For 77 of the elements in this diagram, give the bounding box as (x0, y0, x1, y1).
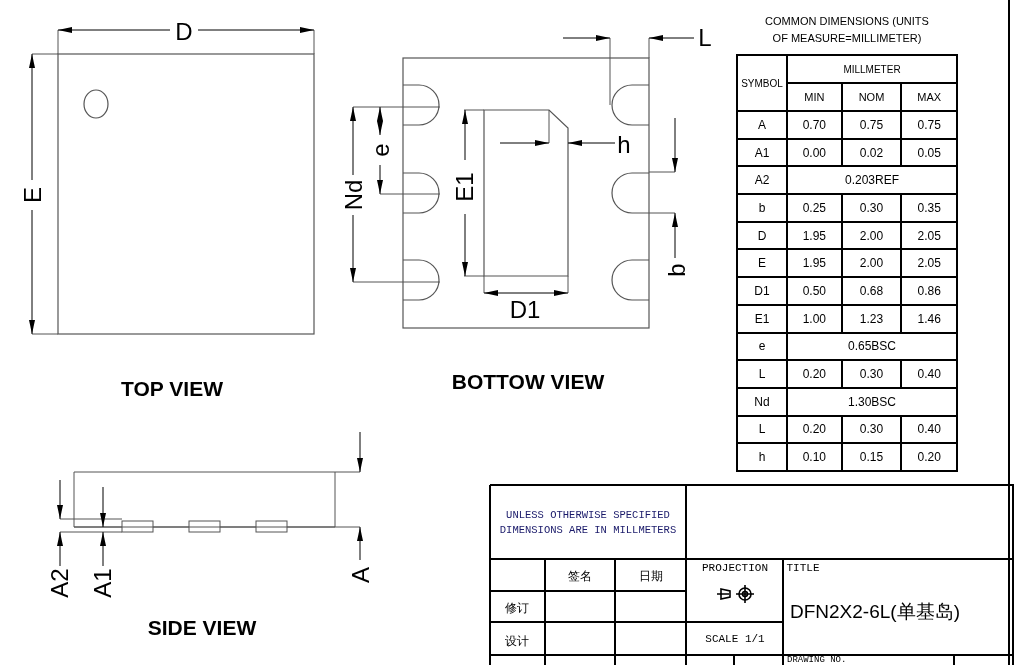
table-cell: 0.40 (901, 360, 957, 388)
table-cell: 0.75 (901, 111, 957, 139)
table-cell: 0.86 (901, 277, 957, 305)
dimension-label: A1 (91, 568, 115, 598)
table-cell: L (737, 415, 787, 444)
table-cell: 0.00 (787, 138, 842, 167)
table-cell: 1.23 (841, 304, 902, 333)
table-cell: 0.50 (787, 277, 842, 305)
table-cell: A (737, 111, 787, 139)
table-cell: E1 (737, 304, 787, 333)
note-text: UNLESS OTHERWISE SPECIFIED DIMENSIONS ARE IN MILLMETERS (498, 508, 678, 538)
table-header: SYMBOL (737, 55, 787, 111)
table-cell: L (737, 360, 787, 388)
table-cell: E (737, 249, 787, 278)
column-heading: 签名 (568, 568, 592, 585)
view-title: TOP VIEW (121, 377, 223, 399)
table-cell: 2.00 (841, 221, 902, 250)
table-title: COMMON DIMENSIONS (UNITS OF MEASURE=MILLIMETER) (764, 14, 930, 46)
view-title: SIDE VIEW (147, 616, 257, 638)
table-cell: 0.40 (901, 415, 957, 444)
table-cell: 0.02 (841, 138, 902, 167)
dimension-label: b (665, 263, 689, 277)
table-cell: 2.00 (841, 249, 902, 278)
table-cell: 0.10 (787, 443, 842, 471)
dimension-label: D1 (509, 298, 541, 322)
table-cell: 0.30 (841, 415, 902, 444)
table-cell: 0.65BSC (787, 332, 957, 361)
dimension-label: h (617, 133, 631, 157)
table-cell: 0.20 (787, 360, 842, 388)
dimension-label: Nd (342, 179, 366, 211)
table-cell: 0.30 (841, 360, 902, 388)
table-cell: 0.35 (901, 194, 957, 222)
table-cell: 1.46 (901, 304, 957, 333)
dimension-label: D (175, 20, 193, 44)
table-header: MIN (787, 83, 842, 111)
table-cell: D1 (737, 277, 787, 305)
column-heading: 日期 (639, 568, 663, 585)
drawing-title: DFN2X2-6L(单基岛) (790, 599, 960, 624)
table-cell: 0.75 (841, 111, 902, 139)
table-cell: 1.00 (787, 304, 842, 333)
table-cell: 1.95 (787, 221, 842, 250)
dimension-label: E (21, 187, 45, 203)
table-header: MAX (901, 83, 957, 111)
table-cell: 0.68 (841, 277, 902, 305)
table-cell: 2.05 (901, 249, 957, 278)
table-cell: 0.15 (841, 443, 902, 471)
table-cell: 0.20 (787, 415, 842, 444)
field-label: PROJECTION (702, 562, 768, 576)
table-cell: 0.20 (901, 443, 957, 471)
table-cell: Nd (737, 387, 787, 416)
table-cell: A2 (737, 166, 787, 195)
table-cell: 0.05 (901, 138, 957, 167)
table-header: NOM (841, 83, 902, 111)
table-cell: 0.70 (787, 111, 842, 139)
table-cell: 1.30BSC (787, 387, 957, 416)
table-cell: 0.25 (787, 194, 842, 222)
field-label: DRAWING NO. (787, 656, 847, 665)
table-cell: 0.203REF (787, 166, 957, 195)
scale-text: SCALE 1/1 (705, 633, 765, 647)
dimension-label: L (698, 26, 712, 50)
row-heading: 修订 (505, 600, 529, 617)
dimension-label: A (349, 567, 373, 583)
dimension-label: E1 (453, 172, 477, 202)
table-cell: A1 (737, 138, 787, 167)
table-cell: D (737, 221, 787, 250)
table-cell: 0.30 (841, 194, 902, 222)
view-title: BOTTOW VIEW (451, 370, 605, 392)
row-heading: 设计 (505, 633, 529, 650)
table-cell: h (737, 443, 787, 471)
field-label: TITLE (786, 562, 820, 576)
table-header: MILLMETER (787, 55, 957, 83)
table-cell: 1.95 (787, 249, 842, 278)
table-cell: e (737, 332, 787, 361)
dimension-label: e (369, 143, 393, 157)
table-cell: 2.05 (901, 221, 957, 250)
table-cell: b (737, 194, 787, 222)
dimension-label: A2 (48, 568, 72, 598)
